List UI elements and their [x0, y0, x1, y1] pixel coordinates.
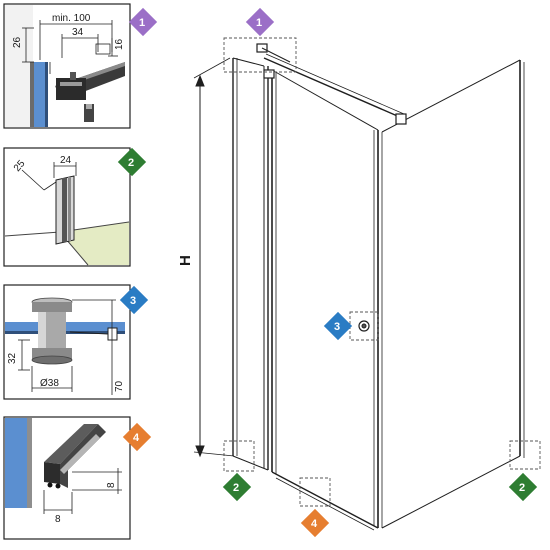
dim-24: 24 [60, 155, 72, 166]
svg-text:1: 1 [256, 17, 262, 29]
svg-text:4: 4 [311, 518, 318, 530]
detail-panel-2: 24 25 [3, 147, 131, 267]
glass-edge [5, 418, 27, 508]
badge-2-main-right: 2 [508, 472, 538, 502]
detail-panel-3: 32 Ø38 70 [3, 284, 131, 400]
enclosure-main-view [232, 43, 525, 531]
callout-boxes [223, 37, 541, 507]
svg-text:4: 4 [133, 432, 140, 444]
floor [60, 222, 129, 265]
svg-text:2: 2 [519, 482, 525, 494]
badge-1-main: 1 [245, 7, 275, 37]
dim-26: 26 [12, 36, 23, 48]
svg-text:2: 2 [233, 482, 239, 494]
badge-4-main: 4 [300, 508, 330, 538]
dim-8-height: 8 [106, 482, 117, 488]
bottom-seal [44, 462, 60, 484]
dim-8-width: 8 [55, 514, 61, 525]
detail-panel-1: min. 100 34 26 16 [3, 3, 131, 129]
height-label: H [177, 255, 194, 266]
svg-text:3: 3 [130, 295, 136, 307]
badge-3-main: 3 [323, 311, 353, 341]
dim-d38: Ø38 [40, 378, 59, 389]
detail-panel-4: 8 8 [3, 416, 131, 540]
glass-edge [33, 62, 45, 127]
badge-1-panel: 1 [128, 7, 158, 37]
dim-min100: min. 100 [52, 13, 91, 24]
dim-16: 16 [114, 38, 125, 50]
height-dimension [193, 57, 235, 458]
bracket-clamp [56, 78, 86, 100]
svg-text:2: 2 [128, 157, 134, 169]
dim-32: 32 [7, 352, 18, 364]
svg-text:1: 1 [139, 17, 145, 29]
svg-text:3: 3 [334, 321, 340, 333]
dim-70: 70 [114, 380, 125, 392]
badge-2-main-left: 2 [222, 472, 252, 502]
dim-34: 34 [72, 27, 84, 38]
